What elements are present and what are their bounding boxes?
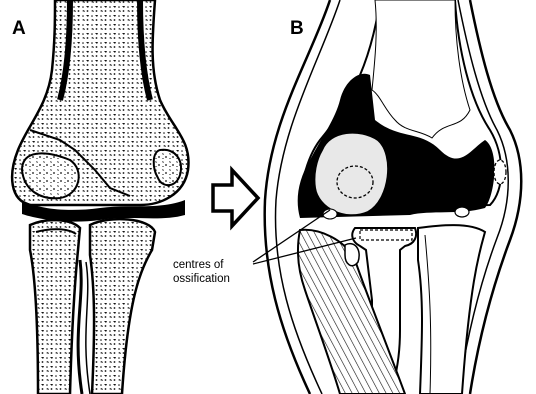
annotation-line-2: ossification	[173, 272, 230, 286]
radius-a	[30, 220, 80, 394]
panel-a-illustration	[12, 0, 188, 394]
ossification-centre-2	[494, 160, 506, 184]
capitellum-b	[314, 133, 388, 216]
panel-b-illustration	[265, 0, 522, 394]
interosseous-vessel	[78, 260, 82, 394]
annotation-line-1: centres of	[173, 258, 224, 272]
right-arrow-icon	[213, 170, 258, 226]
panel-label-a: A	[12, 18, 26, 40]
panel-label-b: B	[290, 18, 304, 40]
ossification-centre-3	[455, 207, 469, 217]
medial-epicondyle-a	[154, 150, 181, 185]
radial-epiphysis-b	[360, 230, 412, 240]
ulna-a	[90, 219, 155, 394]
